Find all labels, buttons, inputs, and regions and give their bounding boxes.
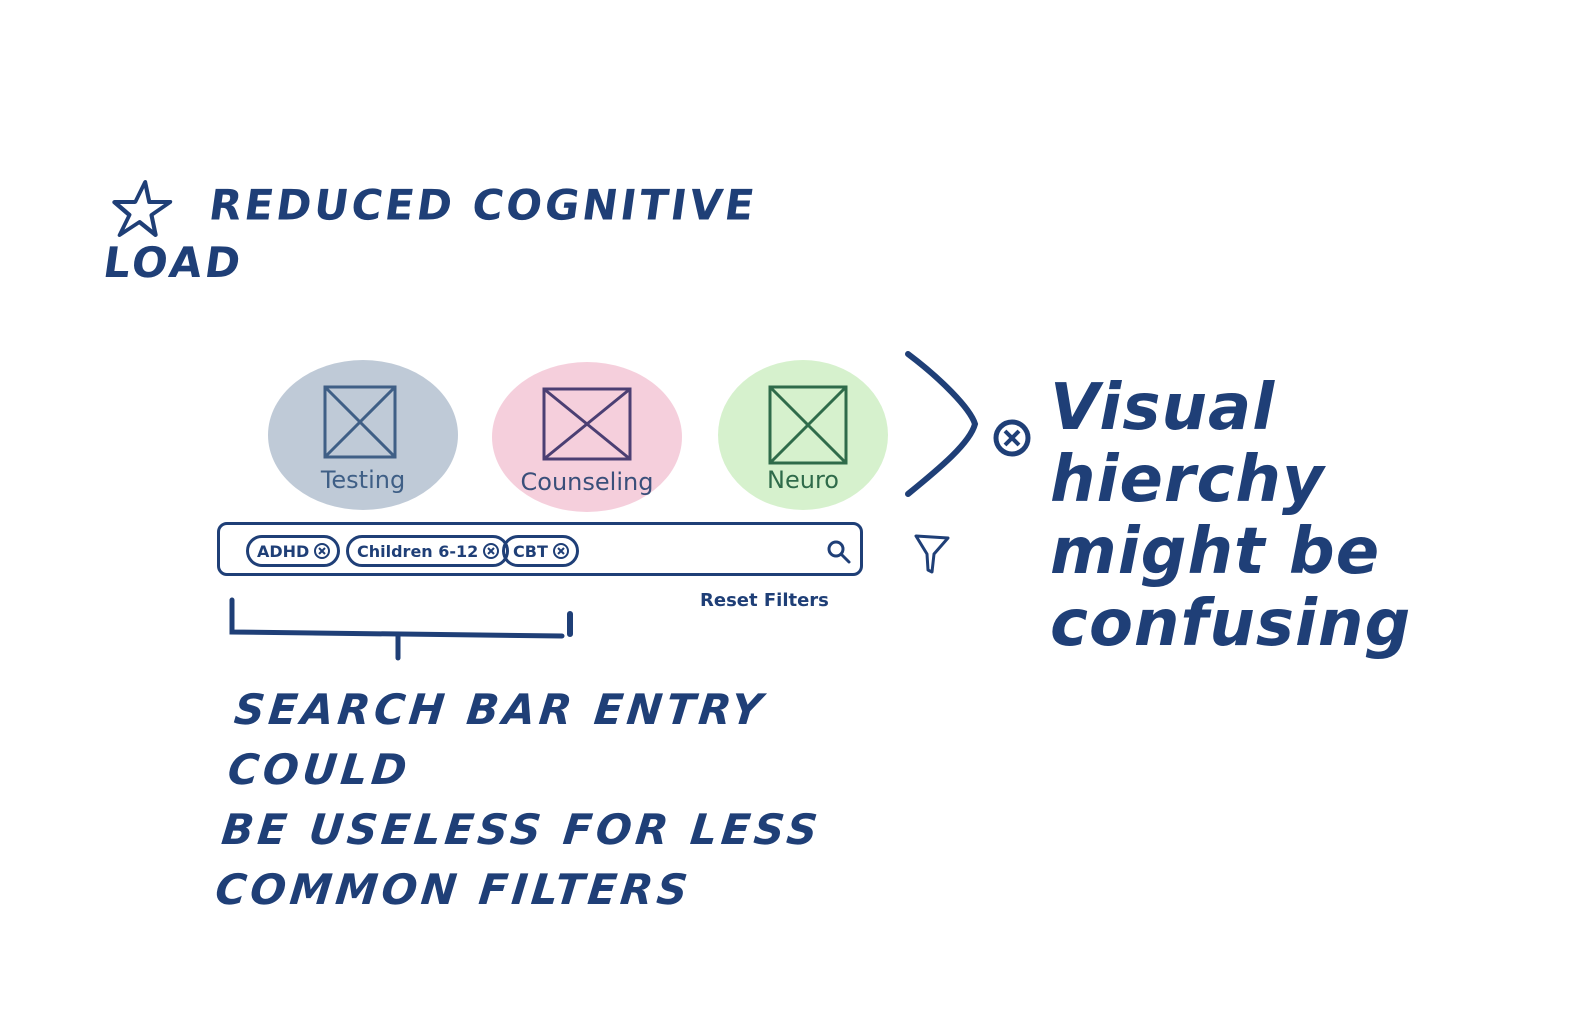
bottom-annotation-line: be useless for less [219, 805, 824, 854]
search-bar[interactable]: ADHD Children 6-12 CBT [217, 522, 863, 576]
bracket-annotation [905, 351, 979, 497]
image-placeholder-icon [542, 387, 632, 461]
bottom-annotation: Search Bar entry could be useless for le… [212, 680, 957, 920]
chip-label: CBT [513, 541, 548, 561]
category-testing[interactable]: Testing [268, 360, 458, 510]
side-annotation-line: might be confusing [1050, 515, 1412, 661]
category-label: Neuro [767, 466, 839, 494]
page-heading: Reduced Cognitive Load [100, 178, 815, 287]
close-circle-icon[interactable] [313, 542, 331, 560]
chip-label: Children 6-12 [357, 541, 479, 561]
side-annotation: Visual hierchy might be confusing [1050, 372, 1570, 660]
bracket-annotation [229, 597, 573, 661]
filter-chip[interactable]: Children 6-12 [346, 535, 510, 567]
reset-filters-link[interactable]: Reset Filters [700, 590, 829, 611]
category-blob [268, 360, 458, 510]
category-counseling[interactable]: Counseling [492, 362, 682, 512]
bottom-annotation-line: Search Bar entry could [225, 685, 769, 794]
category-label: Counseling [520, 468, 654, 496]
category-blob [718, 360, 888, 510]
filter-chip[interactable]: CBT [502, 535, 579, 567]
chip-label: ADHD [257, 541, 310, 561]
search-icon[interactable] [826, 539, 852, 565]
close-circle-icon[interactable] [482, 542, 500, 560]
bottom-annotation-line: common filters [213, 865, 694, 914]
close-circle-icon [993, 419, 1031, 457]
image-placeholder-icon [323, 385, 397, 459]
category-blob [492, 362, 682, 512]
close-circle-icon[interactable] [552, 542, 570, 560]
filter-chip[interactable]: ADHD [246, 535, 341, 567]
heading-text: Reduced Cognitive Load [100, 180, 761, 288]
category-neuro[interactable]: Neuro [718, 360, 908, 510]
side-annotation-line: Visual hierchy [1050, 371, 1325, 517]
category-label: Testing [320, 466, 406, 494]
star-icon [107, 178, 175, 238]
image-placeholder-icon [768, 385, 848, 465]
filter-icon[interactable] [912, 532, 952, 576]
